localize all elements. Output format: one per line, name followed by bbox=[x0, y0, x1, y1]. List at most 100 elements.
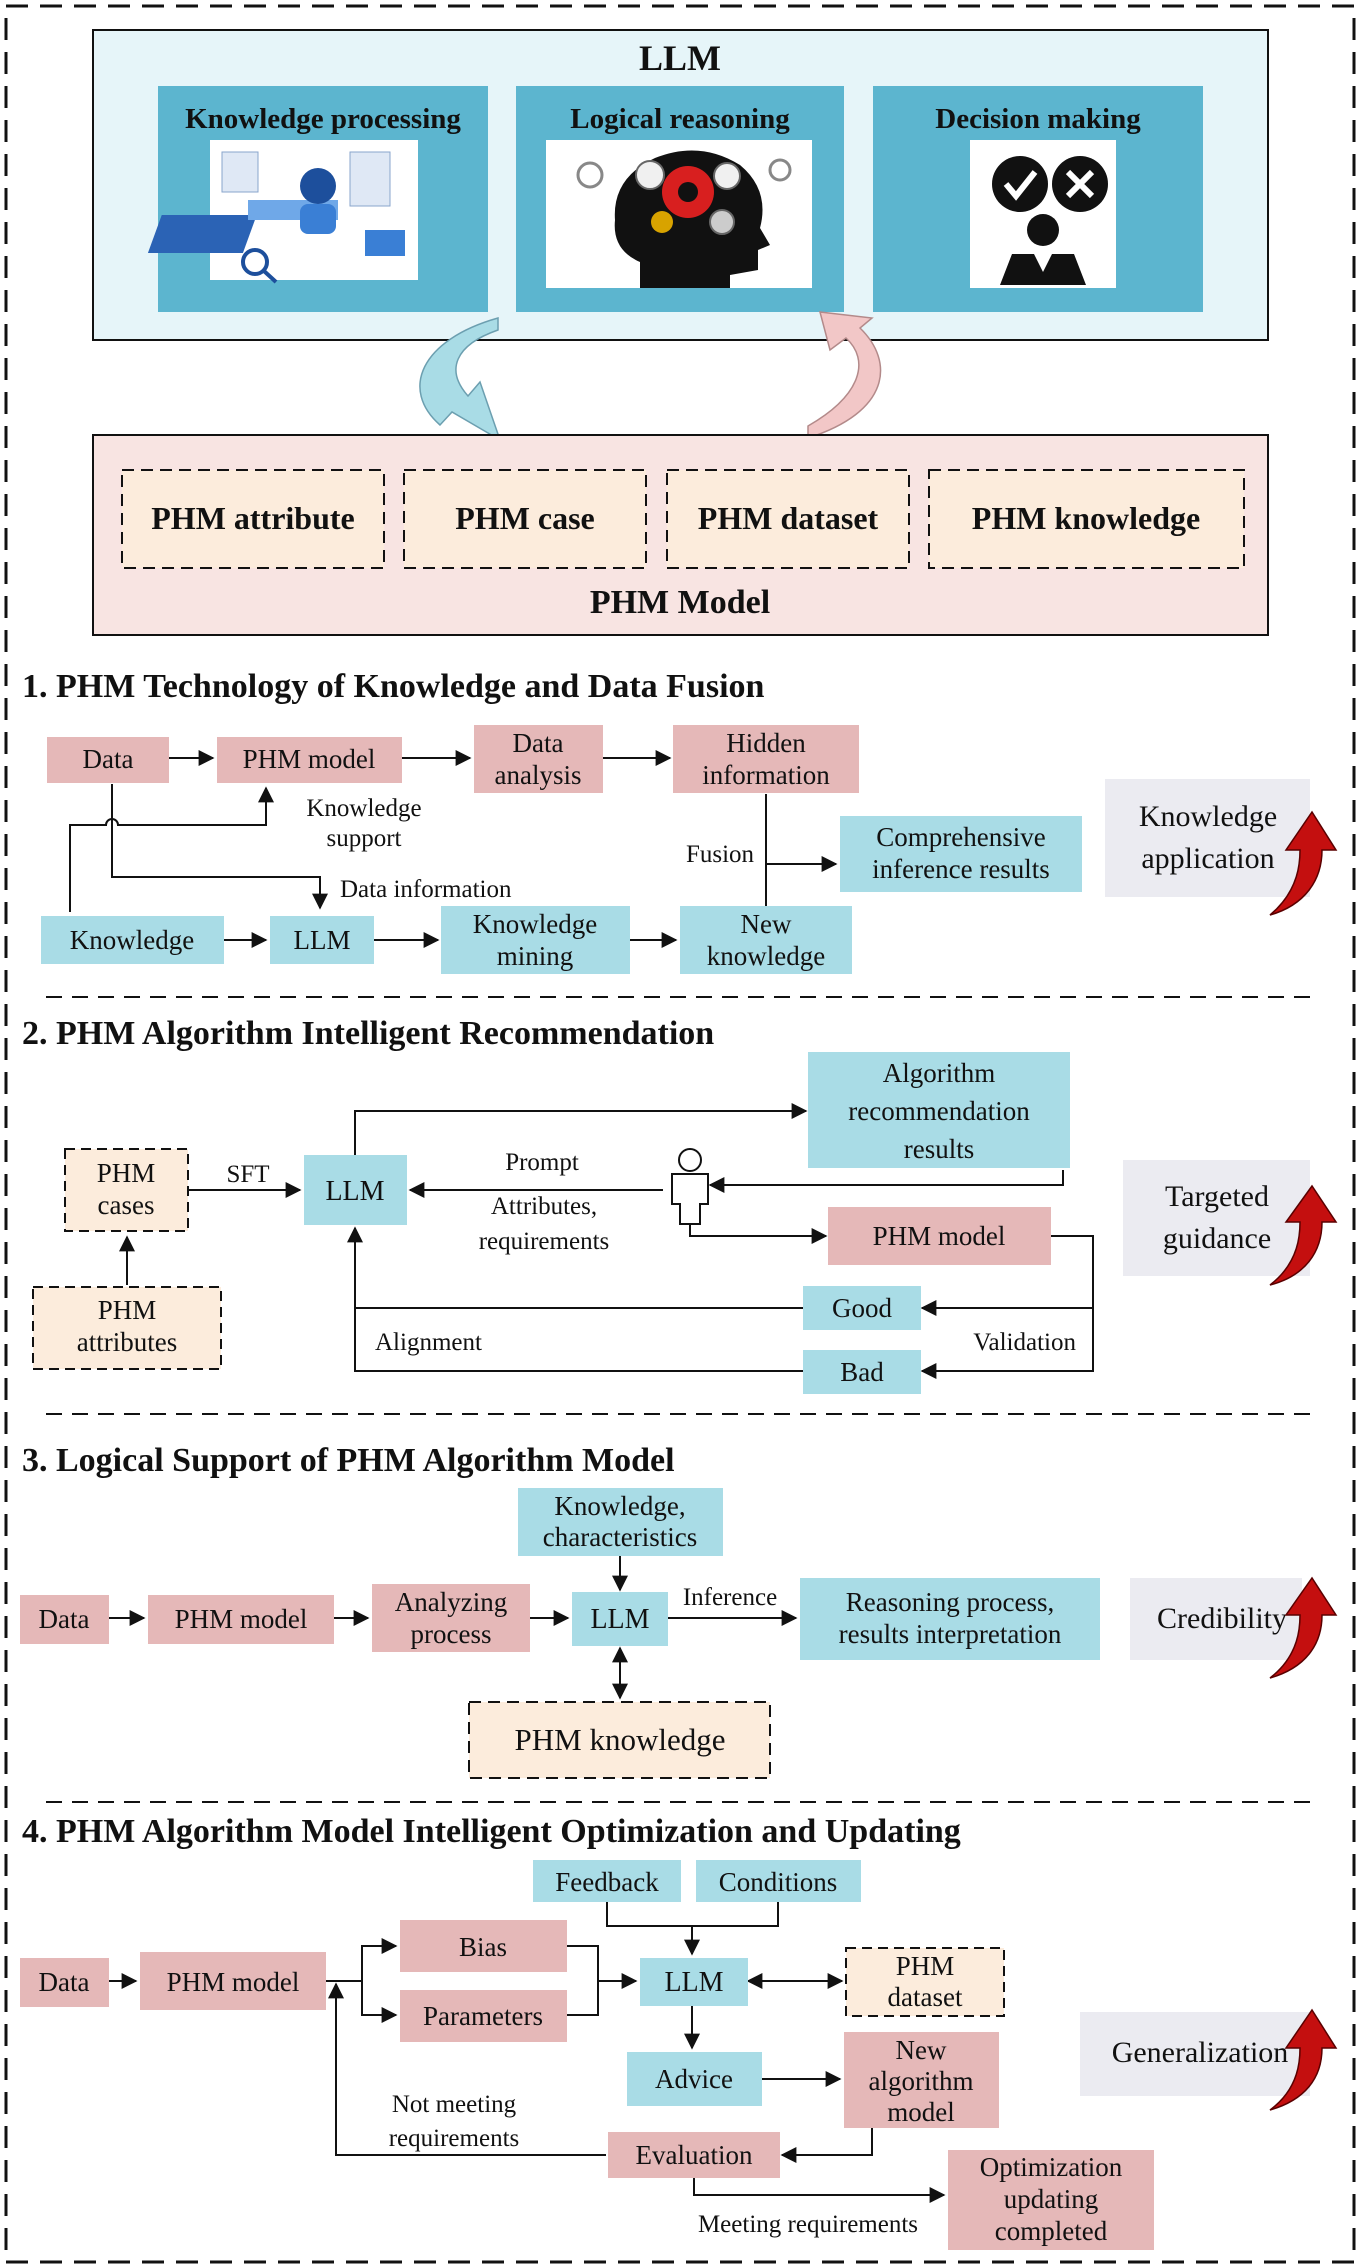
decision-making-label: Decision making bbox=[935, 103, 1141, 135]
s3-inference-label: Inference bbox=[683, 1584, 777, 1611]
knowledge-processing-illustration bbox=[147, 140, 418, 284]
s4-requirements-label: requirements bbox=[389, 2125, 520, 2152]
svg-text:model: model bbox=[887, 2097, 955, 2127]
svg-text:Advice: Advice bbox=[655, 2064, 733, 2094]
svg-text:results: results bbox=[904, 1134, 975, 1164]
s2-prompt-label: Prompt bbox=[505, 1149, 579, 1176]
decision-making-tile: Decision making bbox=[873, 86, 1203, 312]
s2-phm-model-box: PHM model bbox=[828, 1207, 1051, 1265]
svg-text:New: New bbox=[741, 909, 792, 939]
s1-hidden-information-box: Hidden information bbox=[673, 725, 859, 793]
s4-optimization-completed-box: Optimization updating completed bbox=[948, 2150, 1154, 2250]
s1-fusion-label: Fusion bbox=[686, 841, 755, 868]
svg-text:PHM model: PHM model bbox=[873, 1221, 1006, 1251]
svg-text:Algorithm: Algorithm bbox=[883, 1058, 996, 1088]
svg-text:Optimization: Optimization bbox=[980, 2152, 1123, 2182]
svg-text:process: process bbox=[411, 1619, 492, 1649]
svg-text:PHM knowledge: PHM knowledge bbox=[515, 1722, 726, 1757]
s2-algorithm-results-box: Algorithm recommendation results bbox=[808, 1052, 1070, 1168]
section-1: 1. PHM Technology of Knowledge and Data … bbox=[22, 668, 1338, 974]
phm-knowledge-label: PHM knowledge bbox=[972, 500, 1200, 536]
svg-text:information: information bbox=[702, 760, 830, 790]
s3-llm-box: LLM bbox=[572, 1592, 668, 1646]
s2-alignment-label: Alignment bbox=[375, 1329, 482, 1356]
outer-dashed-frame bbox=[4, 4, 1356, 2264]
s4-meeting-requirements-label: Meeting requirements bbox=[698, 2211, 918, 2238]
svg-text:Feedback: Feedback bbox=[555, 1867, 659, 1897]
s2-red-up-arrow bbox=[1269, 1184, 1338, 1286]
swirl-down-blue-arrow bbox=[419, 317, 502, 442]
svg-text:Good: Good bbox=[832, 1293, 892, 1323]
s1-data-analysis-box: Data analysis bbox=[474, 725, 603, 793]
section-2: 2. PHM Algorithm Intelligent Recommendat… bbox=[22, 1015, 1338, 1394]
s3-phm-model-box: PHM model bbox=[148, 1595, 334, 1644]
svg-text:Comprehensive: Comprehensive bbox=[876, 822, 1045, 852]
s2-attributes-label: Attributes, bbox=[491, 1193, 597, 1220]
s4-phm-dataset-box: PHM dataset bbox=[845, 1947, 1005, 2017]
svg-text:attributes: attributes bbox=[77, 1327, 177, 1357]
svg-text:mining: mining bbox=[497, 941, 574, 971]
knowledge-processing-tile: Knowledge processing bbox=[147, 86, 488, 312]
phm-dataset-label: PHM dataset bbox=[698, 500, 879, 536]
svg-text:Evaluation: Evaluation bbox=[636, 2140, 753, 2170]
svg-text:Parameters: Parameters bbox=[423, 2001, 543, 2031]
svg-text:Data: Data bbox=[39, 1967, 90, 1997]
s2-sft-label: SFT bbox=[226, 1161, 269, 1188]
s2-phm-cases-box: PHM cases bbox=[64, 1148, 189, 1232]
svg-text:Knowledge: Knowledge bbox=[1139, 800, 1277, 833]
svg-text:Credibility: Credibility bbox=[1157, 1602, 1287, 1635]
s1-knowledge-support-label-2: support bbox=[327, 825, 402, 852]
svg-text:PHM model: PHM model bbox=[167, 1967, 300, 1997]
svg-text:analysis: analysis bbox=[495, 760, 582, 790]
s3-knowledge-characteristics-box: Knowledge, characteristics bbox=[518, 1488, 723, 1556]
s1-llm-box: LLM bbox=[270, 916, 374, 964]
svg-text:updating: updating bbox=[1004, 2184, 1099, 2214]
svg-text:Hidden: Hidden bbox=[726, 728, 806, 758]
svg-text:Bad: Bad bbox=[840, 1357, 884, 1387]
user-person-icon bbox=[671, 1148, 709, 1225]
svg-text:Data: Data bbox=[39, 1604, 90, 1634]
svg-text:Data: Data bbox=[513, 728, 564, 758]
s1-knowledge-mining-box: Knowledge mining bbox=[441, 906, 630, 974]
phm-case-box: PHM case bbox=[403, 469, 647, 569]
svg-text:Bias: Bias bbox=[459, 1932, 507, 1962]
svg-text:PHM: PHM bbox=[97, 1158, 156, 1188]
head-with-gears-illustration bbox=[546, 140, 812, 288]
svg-text:completed: completed bbox=[995, 2216, 1108, 2246]
phm-case-label: PHM case bbox=[455, 500, 595, 536]
svg-text:PHM: PHM bbox=[896, 1951, 955, 1981]
s1-comprehensive-box: Comprehensive inference results bbox=[840, 816, 1082, 892]
s4-llm-box: LLM bbox=[640, 1958, 748, 2006]
svg-text:PHM: PHM bbox=[98, 1295, 157, 1325]
logical-reasoning-tile: Logical reasoning bbox=[516, 86, 844, 312]
s1-data-information-label: Data information bbox=[340, 876, 512, 903]
svg-text:characteristics: characteristics bbox=[543, 1522, 697, 1552]
s4-bias-box: Bias bbox=[400, 1920, 567, 1972]
swirl-up-pink-arrow bbox=[807, 311, 882, 440]
svg-text:Conditions: Conditions bbox=[719, 1867, 838, 1897]
svg-text:Generalization: Generalization bbox=[1112, 2036, 1289, 2069]
s3-data-box: Data bbox=[20, 1595, 109, 1644]
svg-text:Knowledge: Knowledge bbox=[473, 909, 597, 939]
svg-text:LLM: LLM bbox=[590, 1604, 649, 1635]
svg-text:Data: Data bbox=[83, 744, 134, 774]
phm-dataset-box: PHM dataset bbox=[666, 469, 910, 569]
s2-validation-label: Validation bbox=[973, 1329, 1076, 1356]
svg-text:Targeted: Targeted bbox=[1165, 1180, 1269, 1213]
section-3-title: 3. Logical Support of PHM Algorithm Mode… bbox=[22, 1442, 675, 1479]
s2-good-box: Good bbox=[803, 1286, 921, 1330]
svg-text:Knowledge: Knowledge bbox=[70, 925, 194, 955]
s3-reasoning-box: Reasoning process, results interpretatio… bbox=[800, 1578, 1100, 1660]
phm-model-title: PHM Model bbox=[590, 584, 770, 621]
phm-model-panel: PHM attribute PHM case PHM dataset PHM k… bbox=[92, 434, 1269, 636]
svg-text:cases: cases bbox=[98, 1190, 155, 1220]
llm-title: LLM bbox=[639, 38, 721, 78]
phm-knowledge-box: PHM knowledge bbox=[928, 469, 1245, 569]
s2-bad-box: Bad bbox=[803, 1350, 921, 1394]
s4-conditions-box: Conditions bbox=[696, 1860, 861, 1902]
s4-red-up-arrow bbox=[1269, 2008, 1338, 2111]
s4-not-meeting-label: Not meeting bbox=[392, 2091, 517, 2118]
section-1-title: 1. PHM Technology of Knowledge and Data … bbox=[22, 668, 765, 705]
svg-text:PHM model: PHM model bbox=[243, 744, 376, 774]
